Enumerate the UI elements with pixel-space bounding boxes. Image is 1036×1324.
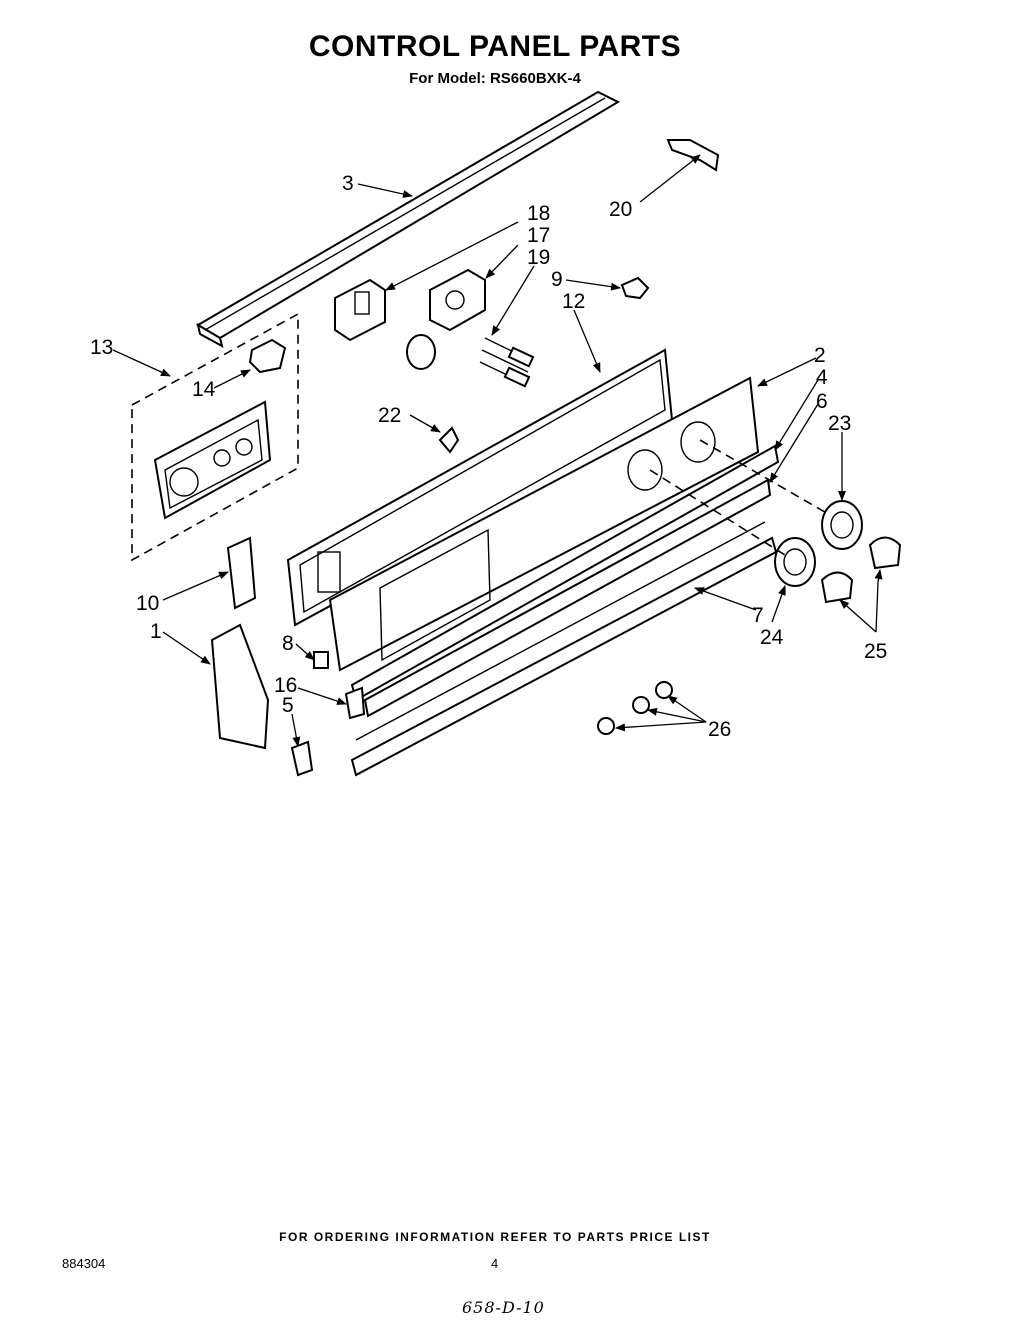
part-3-top-trim bbox=[196, 90, 621, 348]
document-number: 884304 bbox=[62, 1256, 106, 1271]
callout-22: 22 bbox=[378, 404, 401, 427]
model-subtitle: For Model: RS660BXK-4 bbox=[409, 70, 581, 87]
part-25-knob-upper bbox=[868, 536, 902, 570]
callout-24: 24 bbox=[760, 626, 784, 649]
part-10-bracket bbox=[226, 536, 257, 610]
part-13-assembly-outline bbox=[131, 312, 299, 562]
ordering-note: FOR ORDERING INFORMATION REFER TO PARTS … bbox=[279, 1230, 711, 1244]
o-ring bbox=[406, 334, 436, 370]
callout-14: 14 bbox=[192, 378, 216, 401]
callout-16: 16 bbox=[274, 674, 297, 697]
part-1-end-cap bbox=[210, 623, 270, 750]
part-2-console bbox=[328, 376, 760, 672]
part-26-grommet-c bbox=[597, 717, 615, 735]
part-23-bezel bbox=[821, 500, 863, 550]
callout-6: 6 bbox=[816, 390, 828, 413]
part-24-bezel bbox=[774, 537, 816, 587]
callout-5: 5 bbox=[282, 694, 294, 717]
callout-10: 10 bbox=[136, 592, 159, 615]
callout-3: 3 bbox=[342, 172, 354, 195]
page-number: 4 bbox=[491, 1256, 499, 1271]
callout-26: 26 bbox=[708, 718, 731, 741]
part-19-wire-harness bbox=[479, 337, 535, 388]
alignment-line bbox=[699, 439, 831, 516]
part-9-clip bbox=[620, 276, 650, 300]
callout-23: 23 bbox=[828, 412, 851, 435]
callout-20: 20 bbox=[609, 198, 632, 221]
part-22-clip bbox=[438, 426, 460, 454]
leader-lines bbox=[112, 154, 883, 747]
callout-18: 18 bbox=[527, 202, 550, 225]
callout-2: 2 bbox=[814, 344, 826, 367]
part-6-strip bbox=[363, 478, 772, 718]
page-title: CONTROL PANEL PARTS bbox=[308, 30, 682, 63]
part-16-part bbox=[344, 686, 366, 720]
callout-25: 25 bbox=[864, 640, 887, 663]
handwritten-code: 658-D-10 bbox=[462, 1298, 545, 1317]
callout-4: 4 bbox=[816, 366, 828, 389]
callout-9: 9 bbox=[551, 268, 563, 291]
part-17-switch bbox=[429, 268, 486, 332]
callout-19: 19 bbox=[527, 246, 550, 269]
part-20-bracket bbox=[666, 139, 720, 172]
callout-7: 7 bbox=[752, 604, 764, 627]
callout-8: 8 bbox=[282, 632, 294, 655]
callout-1: 1 bbox=[150, 620, 162, 643]
part-5-end-piece bbox=[290, 740, 314, 777]
timer-module bbox=[153, 400, 272, 520]
part-18-switch bbox=[334, 278, 386, 342]
part-26-grommet-b bbox=[632, 696, 650, 714]
part-26-grommet-a bbox=[655, 681, 673, 699]
callout-13: 13 bbox=[90, 336, 113, 359]
part-14-component bbox=[248, 338, 287, 374]
callout-12: 12 bbox=[562, 290, 585, 313]
callout-17: 17 bbox=[527, 224, 550, 247]
alignment-line bbox=[649, 469, 786, 556]
part-25-knob-lower bbox=[820, 571, 854, 604]
part-8-block bbox=[313, 651, 329, 669]
